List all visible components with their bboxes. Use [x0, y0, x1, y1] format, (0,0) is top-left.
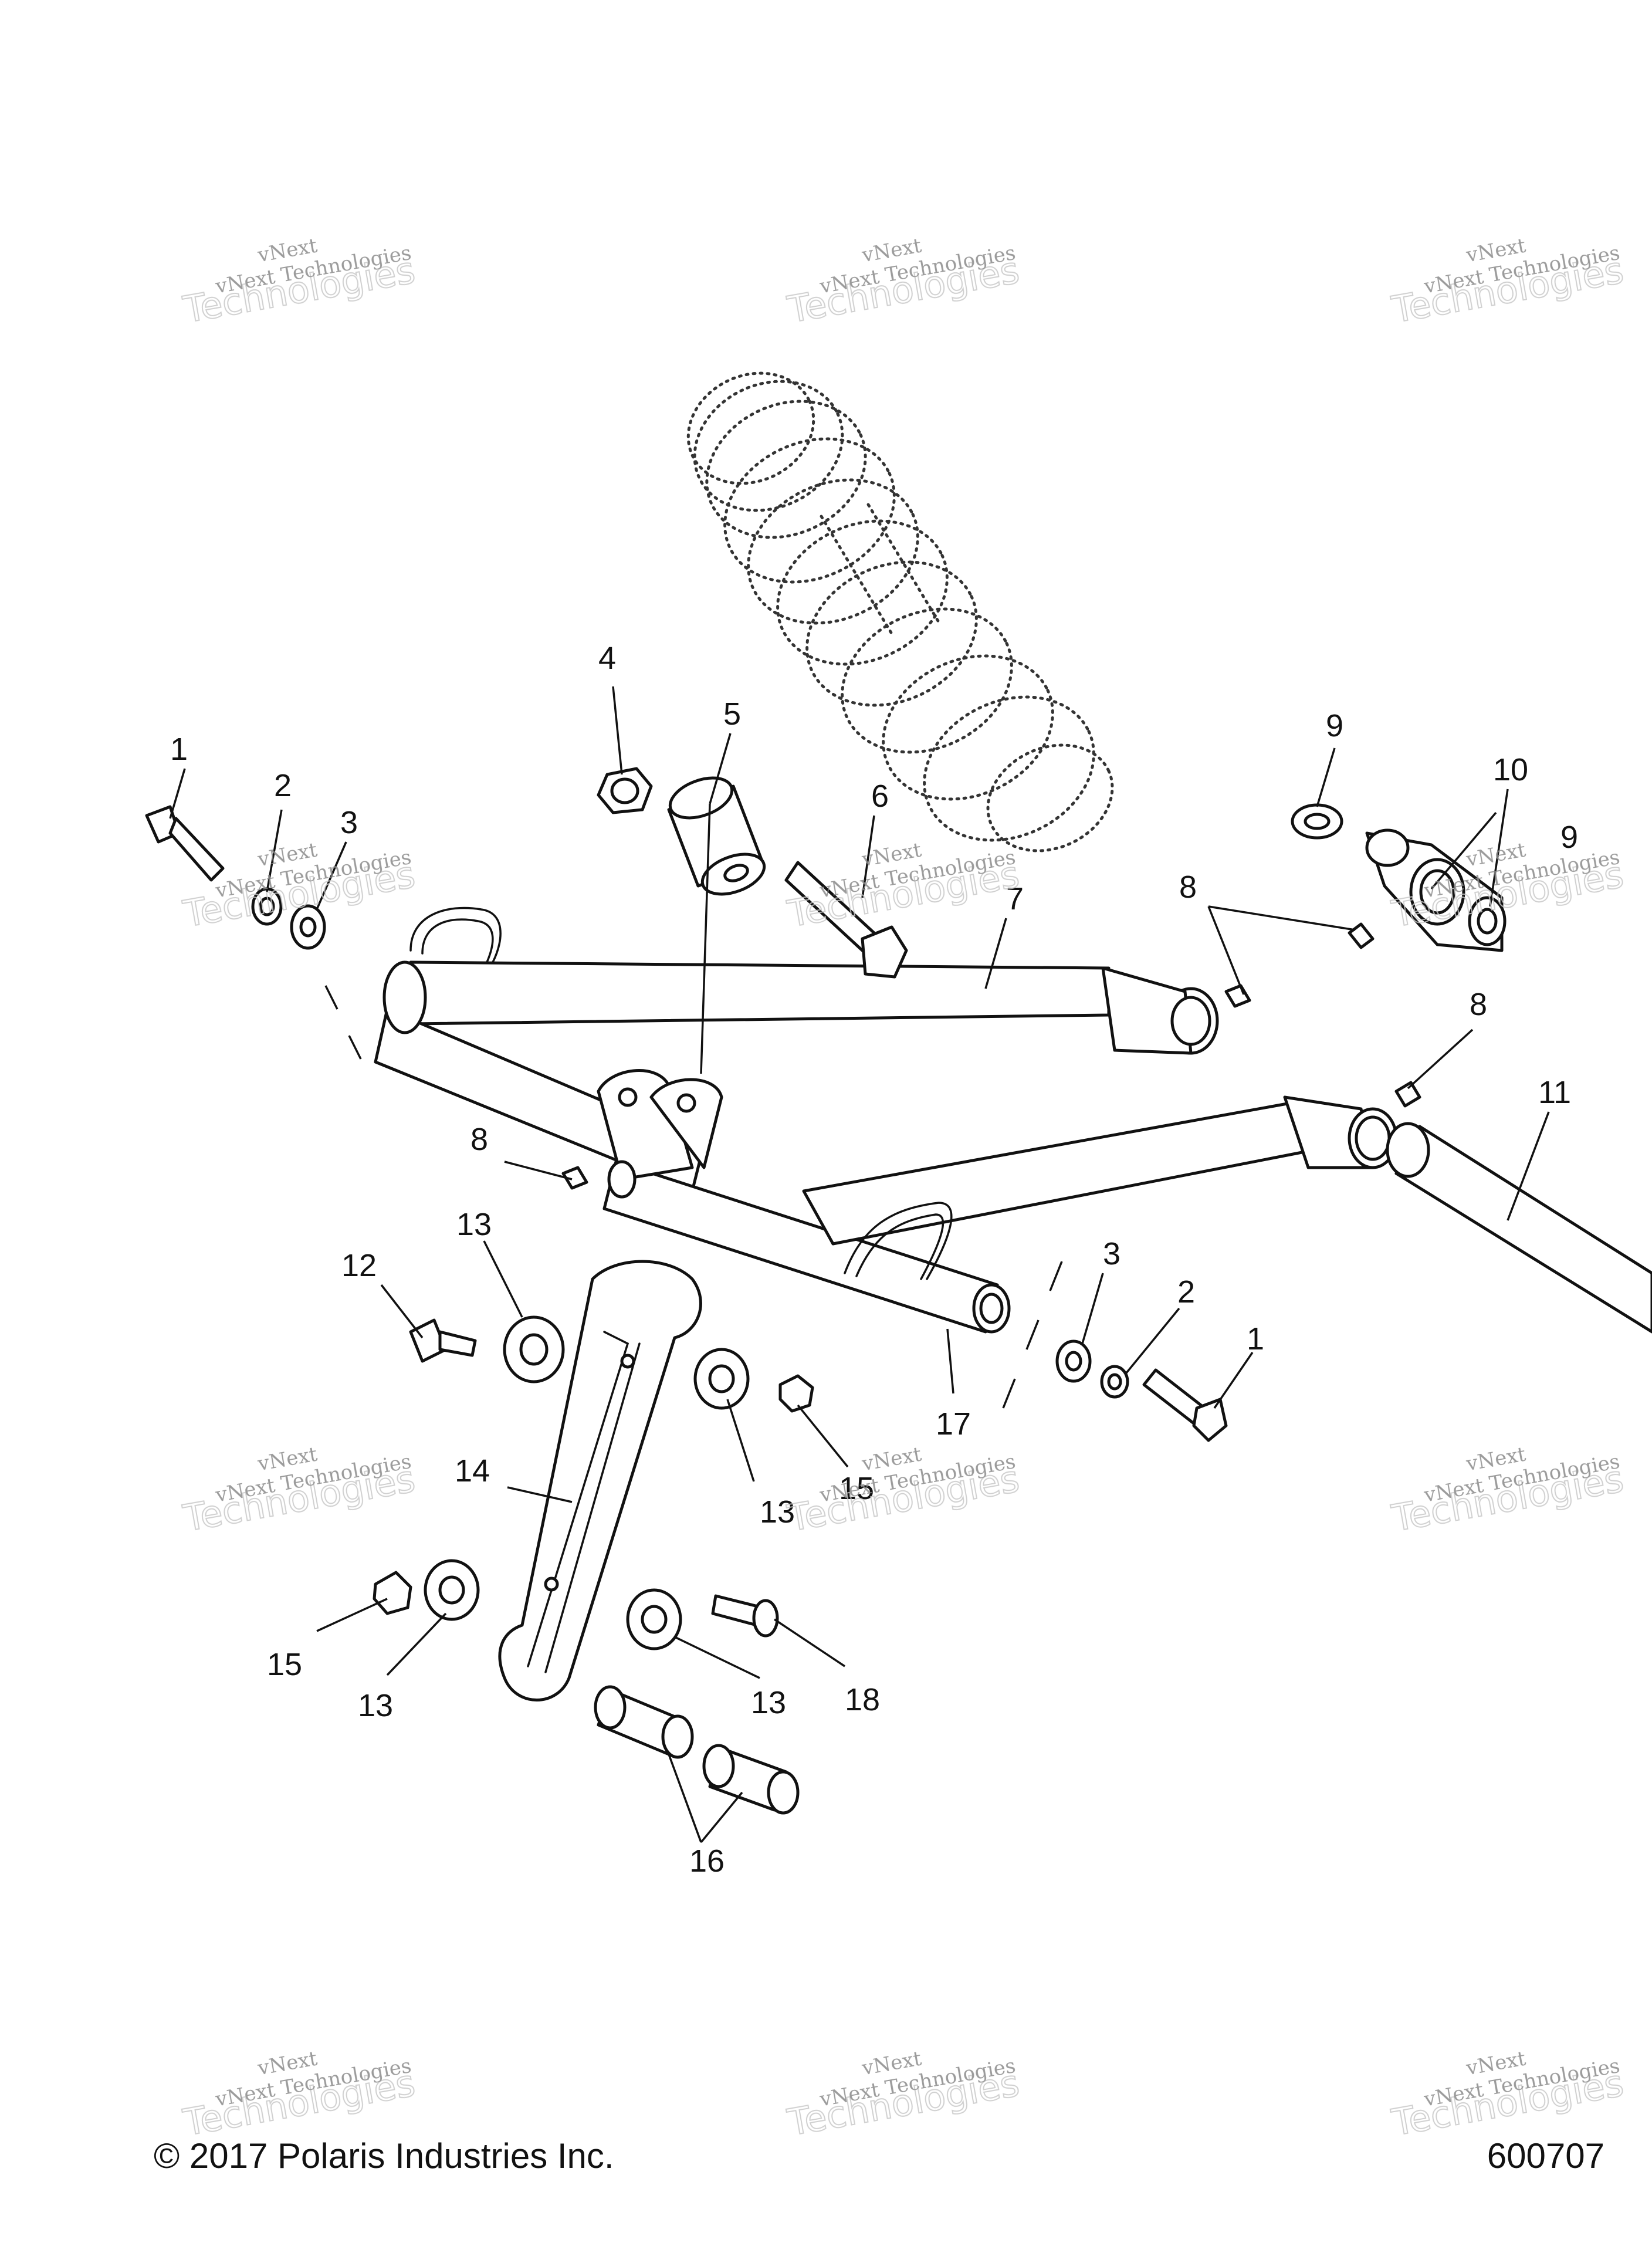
callout-9: 9 [1560, 820, 1578, 855]
watermark: Technologies vNext Technologies vNext [1388, 2046, 1627, 2144]
washer-13a [503, 1315, 565, 1383]
watermark: Technologies vNext Technologies vNext [180, 1442, 419, 1540]
callout-8: 8 [1179, 870, 1197, 905]
callout-13: 13 [760, 1494, 795, 1530]
callout-6: 6 [871, 779, 889, 814]
watermark: Technologies vNext Technologies vNext [784, 234, 1023, 331]
axis-dash-left [324, 985, 362, 1060]
rear-torque-arm [374, 906, 1652, 1334]
washer-13c [424, 1559, 480, 1621]
callout-13: 13 [751, 1685, 786, 1720]
grease-fitting-8b [1224, 984, 1251, 1008]
grease-fitting-8a [1348, 922, 1375, 949]
callout-18: 18 [845, 1682, 880, 1717]
leader-lines [169, 686, 1550, 1843]
callout-2: 2 [274, 768, 292, 803]
callout-17: 17 [936, 1406, 971, 1442]
callout-15: 15 [267, 1647, 302, 1682]
grease-fitting-8c [1394, 1081, 1421, 1108]
washer-13d [626, 1588, 682, 1650]
copyright-text: © 2017 Polaris Industries Inc. [154, 2136, 614, 2176]
callout-12: 12 [341, 1248, 377, 1283]
washer-9-top [1291, 803, 1343, 840]
bolt-18 [711, 1594, 779, 1638]
callout-7: 7 [1006, 881, 1024, 916]
callout-11: 11 [1538, 1075, 1571, 1110]
figure-id: 600707 [1487, 2136, 1604, 2176]
callout-numbers: 1 2 3 4 5 6 7 8 8 8 9 9 10 11 12 13 14 1… [170, 641, 1578, 1879]
bolt-6 [784, 861, 908, 979]
callout-13: 13 [358, 1688, 393, 1723]
callout-1: 1 [1247, 1321, 1264, 1356]
watermark: Technologies vNext Technologies vNext [784, 2046, 1023, 2144]
callout-10: 10 [1493, 752, 1528, 787]
callout-8: 8 [1470, 987, 1487, 1022]
callout-8: 8 [470, 1122, 488, 1157]
bolt-1-left [145, 805, 225, 882]
callout-1: 1 [170, 732, 188, 767]
axis-dash-right [1002, 1261, 1063, 1409]
watermark: Technologies vNext Technologies vNext [1388, 1442, 1627, 1540]
callout-16: 16 [689, 1843, 725, 1879]
callout-9: 9 [1326, 708, 1343, 743]
watermark: Technologies vNext Technologies vNext [1388, 234, 1627, 331]
callout-15: 15 [839, 1471, 874, 1506]
callout-2: 2 [1177, 1274, 1195, 1310]
callout-5: 5 [723, 696, 741, 732]
washer-9-right [1468, 896, 1507, 946]
watermark: Technologies vNext Technologies vNext [180, 234, 419, 331]
washer-3-left [290, 904, 326, 950]
link-arm-14 [498, 1260, 702, 1701]
bolt-12 [409, 1318, 477, 1363]
nut-15-lower [373, 1571, 412, 1615]
washer-2-right [1100, 1365, 1129, 1399]
bushing-16a [594, 1685, 694, 1759]
watermark: Technologies vNext Technologies vNext [784, 1442, 1023, 1540]
spacer-5 [667, 776, 766, 896]
shock-spring-phantom [686, 371, 1114, 853]
washer-3-right [1055, 1339, 1092, 1383]
bolt-1-right [1142, 1368, 1228, 1442]
grease-fitting-8d [561, 1166, 588, 1190]
washer-13b [693, 1348, 750, 1410]
callout-3: 3 [340, 805, 358, 840]
nut-15-upper [778, 1374, 814, 1413]
callout-3: 3 [1103, 1236, 1120, 1271]
callout-13: 13 [456, 1207, 492, 1242]
callout-4: 4 [598, 641, 616, 676]
nut-4 [597, 767, 653, 814]
watermark: Technologies vNext Technologies vNext [180, 2046, 419, 2144]
bushing-16b [702, 1744, 800, 1815]
callout-14: 14 [455, 1453, 490, 1489]
